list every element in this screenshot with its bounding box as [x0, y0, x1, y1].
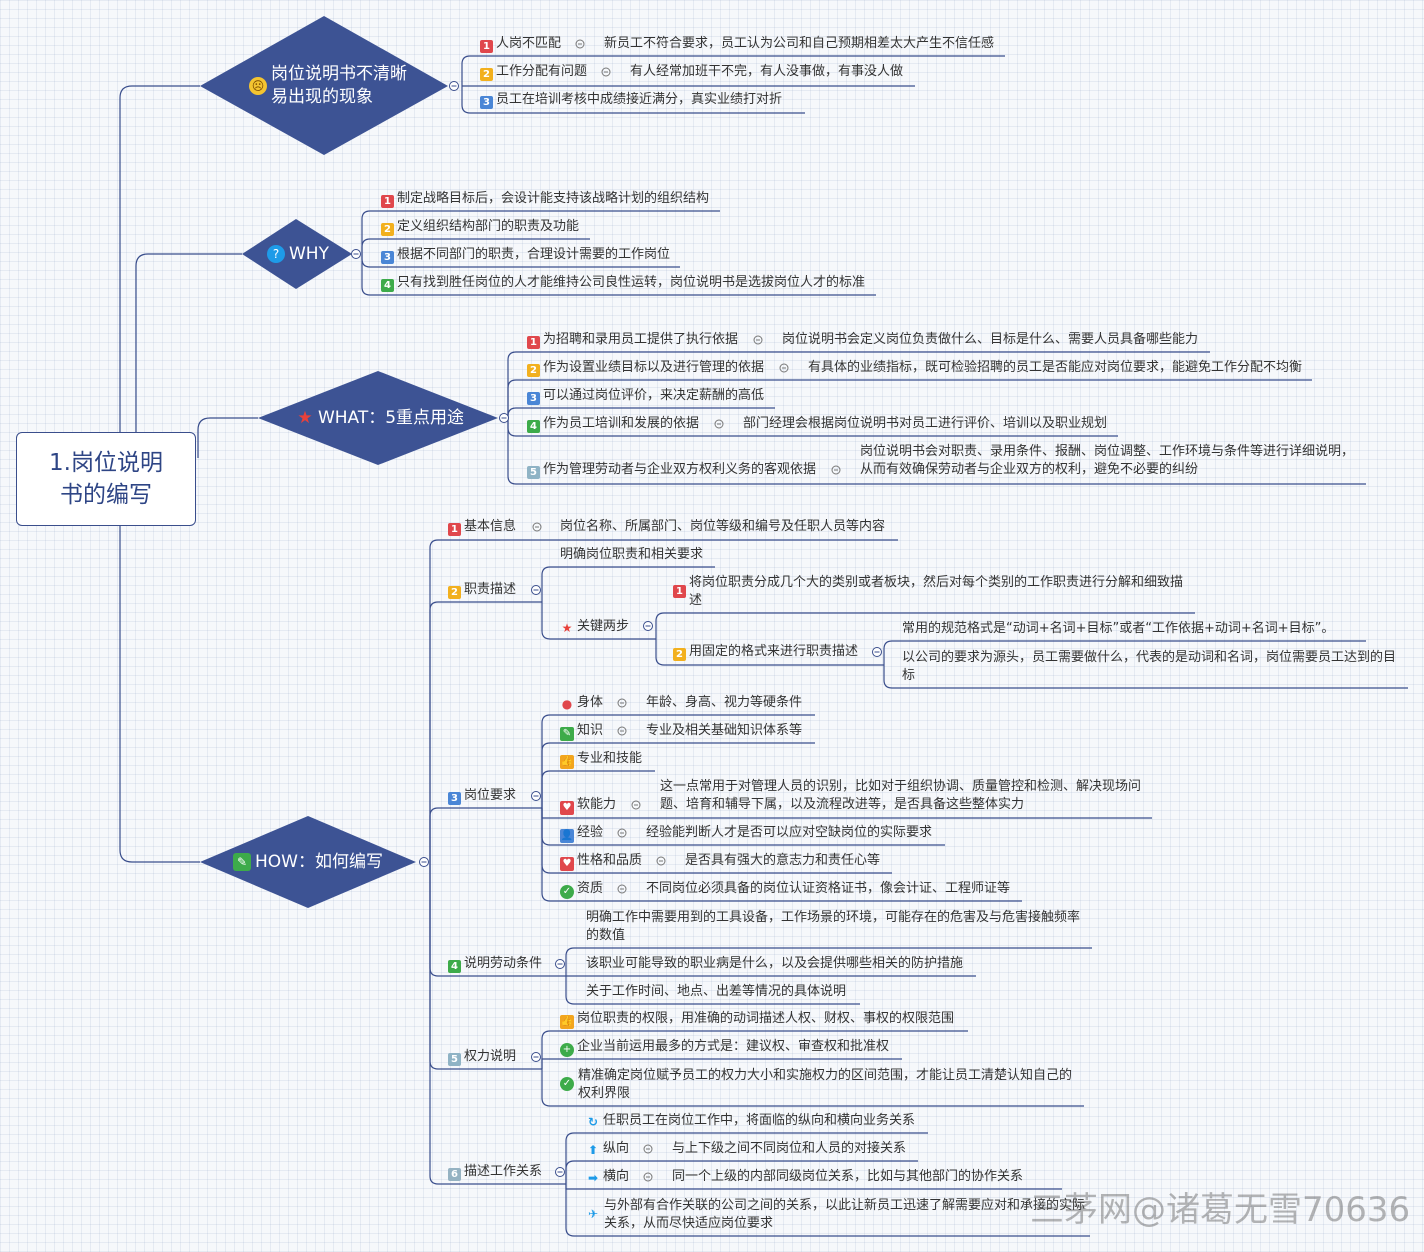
- section-how[interactable]: ✎ HOW：如何编写: [228, 850, 388, 874]
- section-what-title: WHAT：5重点用途: [317, 407, 465, 428]
- req-detail-character: 是否具有强大的意志力和责任心等: [685, 853, 881, 868]
- phenomena-detail-1: 新员工不符合要求，员工认为公司和自己预期相差太大产生不信任感: [604, 36, 995, 51]
- req-detail-soft: 这一点常用于对管理人员的识别，比如对于组织协调、质量管控和检测、解决现场问题、培…: [660, 779, 1142, 812]
- req-detail-experience: 经验能判断人才是否可以应对空缺岗位的实际要求: [646, 825, 933, 840]
- check-icon: ✓: [560, 1077, 574, 1091]
- thumbs-up-icon: 👍: [560, 755, 574, 769]
- req-item-body[interactable]: ●身体: [561, 695, 604, 711]
- req-detail-body: 年龄、身高、视力等硬条件: [646, 695, 803, 710]
- req-item-experience[interactable]: 👤经验: [560, 825, 604, 843]
- relation-item-3[interactable]: ➡横向: [587, 1169, 630, 1185]
- what-detail-5: 岗位说明书会对职责、录用条件、报酬、岗位调整、工作环境与条件等进行详细说明，从而…: [860, 444, 1355, 477]
- what-detail-4: 部门经理会根据岗位说明书对员工进行评价、培训以及职业规划: [743, 416, 1108, 431]
- power-item-1[interactable]: 👍岗位职责的权限，用准确的动词描述人权、财权、事权的权限范围: [560, 1011, 955, 1029]
- req-item-skill[interactable]: 👍专业和技能: [560, 751, 643, 769]
- relation-item-1[interactable]: ↻任职员工在岗位工作中，将面临的纵向和横向业务关系: [587, 1113, 916, 1129]
- labor-item-3: 关于工作时间、地点、出差等情况的具体说明: [586, 984, 847, 999]
- how-duty-step2-d2: 以公司的要求为源头，员工需要做什么，代表的是动词和名词，岗位需要员工达到的目标: [902, 650, 1397, 683]
- what-detail-1: 岗位说明书会定义岗位负责做什么、目标是什么、需要人员具备哪些能力: [782, 332, 1199, 347]
- warning-face-icon: ☹: [249, 77, 267, 95]
- what-detail-2: 有具体的业绩指标，既可检验招聘的员工是否能应对岗位要求，能避免工作分配不均衡: [808, 360, 1303, 375]
- star-icon: ★: [561, 621, 573, 635]
- diamond-why: [242, 219, 352, 289]
- section-why-title: WHY: [289, 243, 329, 264]
- section-phenomena[interactable]: ☹ 岗位说明书不清晰易出现的现象: [240, 60, 420, 112]
- plus-icon: +: [560, 1043, 574, 1057]
- diamond-phenomena: [200, 16, 448, 155]
- labor-item-2: 该职业可能导致的职业病是什么，以及会提供哪些相关的防护措施: [586, 956, 964, 971]
- plane-icon: ✈: [587, 1207, 599, 1221]
- phenomena-detail-2: 有人经常加班干不完，有人没事做，有事没人做: [630, 64, 904, 79]
- heart-icon: ♥: [560, 801, 574, 815]
- check-icon: ✓: [560, 885, 574, 899]
- people-icon: 👤: [560, 829, 574, 843]
- relation-detail-2: 与上下级之间不同岗位和人员的对接关系: [672, 1141, 907, 1156]
- root-title: 1.岗位说明书的编写: [49, 450, 163, 508]
- edit-icon: ✎: [233, 853, 251, 871]
- req-item-knowledge[interactable]: ✎知识: [560, 722, 603, 741]
- relation-item-2[interactable]: ⬆纵向: [587, 1141, 630, 1157]
- req-item-soft[interactable]: ♥软能力: [560, 796, 616, 815]
- power-item-2[interactable]: +企业当前运用最多的方式是：建议权、审查权和批准权: [560, 1038, 889, 1057]
- refresh-icon: ↻: [587, 1115, 599, 1129]
- watermark: 三茅网@诸葛无雪70636: [1030, 1190, 1411, 1230]
- how-duty-intro: 明确岗位职责和相关要求: [560, 547, 704, 562]
- how-duty-key[interactable]: ★关键两步: [561, 619, 630, 635]
- req-detail-knowledge: 专业及相关基础知识体系等: [646, 723, 803, 738]
- star-icon: ★: [297, 408, 313, 428]
- diamond-how: [200, 816, 416, 908]
- relation-detail-3: 同一个上级的内部同级岗位关系，比如与其他部门的协作关系: [672, 1169, 1024, 1184]
- req-detail-qualification: 不同岗位必须具备的岗位认证资格证书，像会计证、工程师证等: [646, 881, 1011, 896]
- power-item-3[interactable]: ✓精准确定岗位赋予员工的权力大小和实施权力的区间范围，才能让员工清楚认知自己的权…: [560, 1067, 1080, 1103]
- section-phenomena-title: 岗位说明书不清晰易出现的现象: [271, 64, 407, 107]
- req-item-character[interactable]: ♥性格和品质: [560, 852, 642, 871]
- thumbs-up-icon: 👍: [560, 1015, 574, 1029]
- question-icon: ?: [267, 245, 285, 263]
- section-what[interactable]: ★ WHAT：5重点用途: [288, 406, 472, 430]
- relation-item-4[interactable]: ✈与外部有合作关联的公司之间的关系，以此让新员工迅速了解需要应对和承接的实际关系…: [587, 1198, 1086, 1231]
- section-how-title: HOW：如何编写: [255, 851, 383, 872]
- how-duty-step2-d1: 常用的规范格式是“动词+名词+目标”或者“工作依据+动词+名词+目标”。: [902, 621, 1335, 636]
- root-node[interactable]: 1.岗位说明书的编写: [16, 432, 196, 526]
- how-basic-detail: 岗位名称、所属部门、岗位等级和编号及任职人员等内容: [560, 519, 886, 534]
- arrow-right-icon: ➡: [587, 1171, 599, 1185]
- heart-icon: ♥: [560, 857, 574, 871]
- req-item-qualification[interactable]: ✓资质: [560, 880, 603, 899]
- pencil-icon: ✎: [560, 727, 574, 741]
- person-icon: ●: [561, 697, 573, 711]
- section-why[interactable]: ? WHY: [258, 242, 338, 266]
- diamond-what: [258, 371, 498, 465]
- labor-item-1: 明确工作中需要用到的工具设备，工作场景的环境，可能存在的危害及与危害接触频率的数…: [586, 910, 1081, 943]
- arrow-up-icon: ⬆: [587, 1143, 599, 1157]
